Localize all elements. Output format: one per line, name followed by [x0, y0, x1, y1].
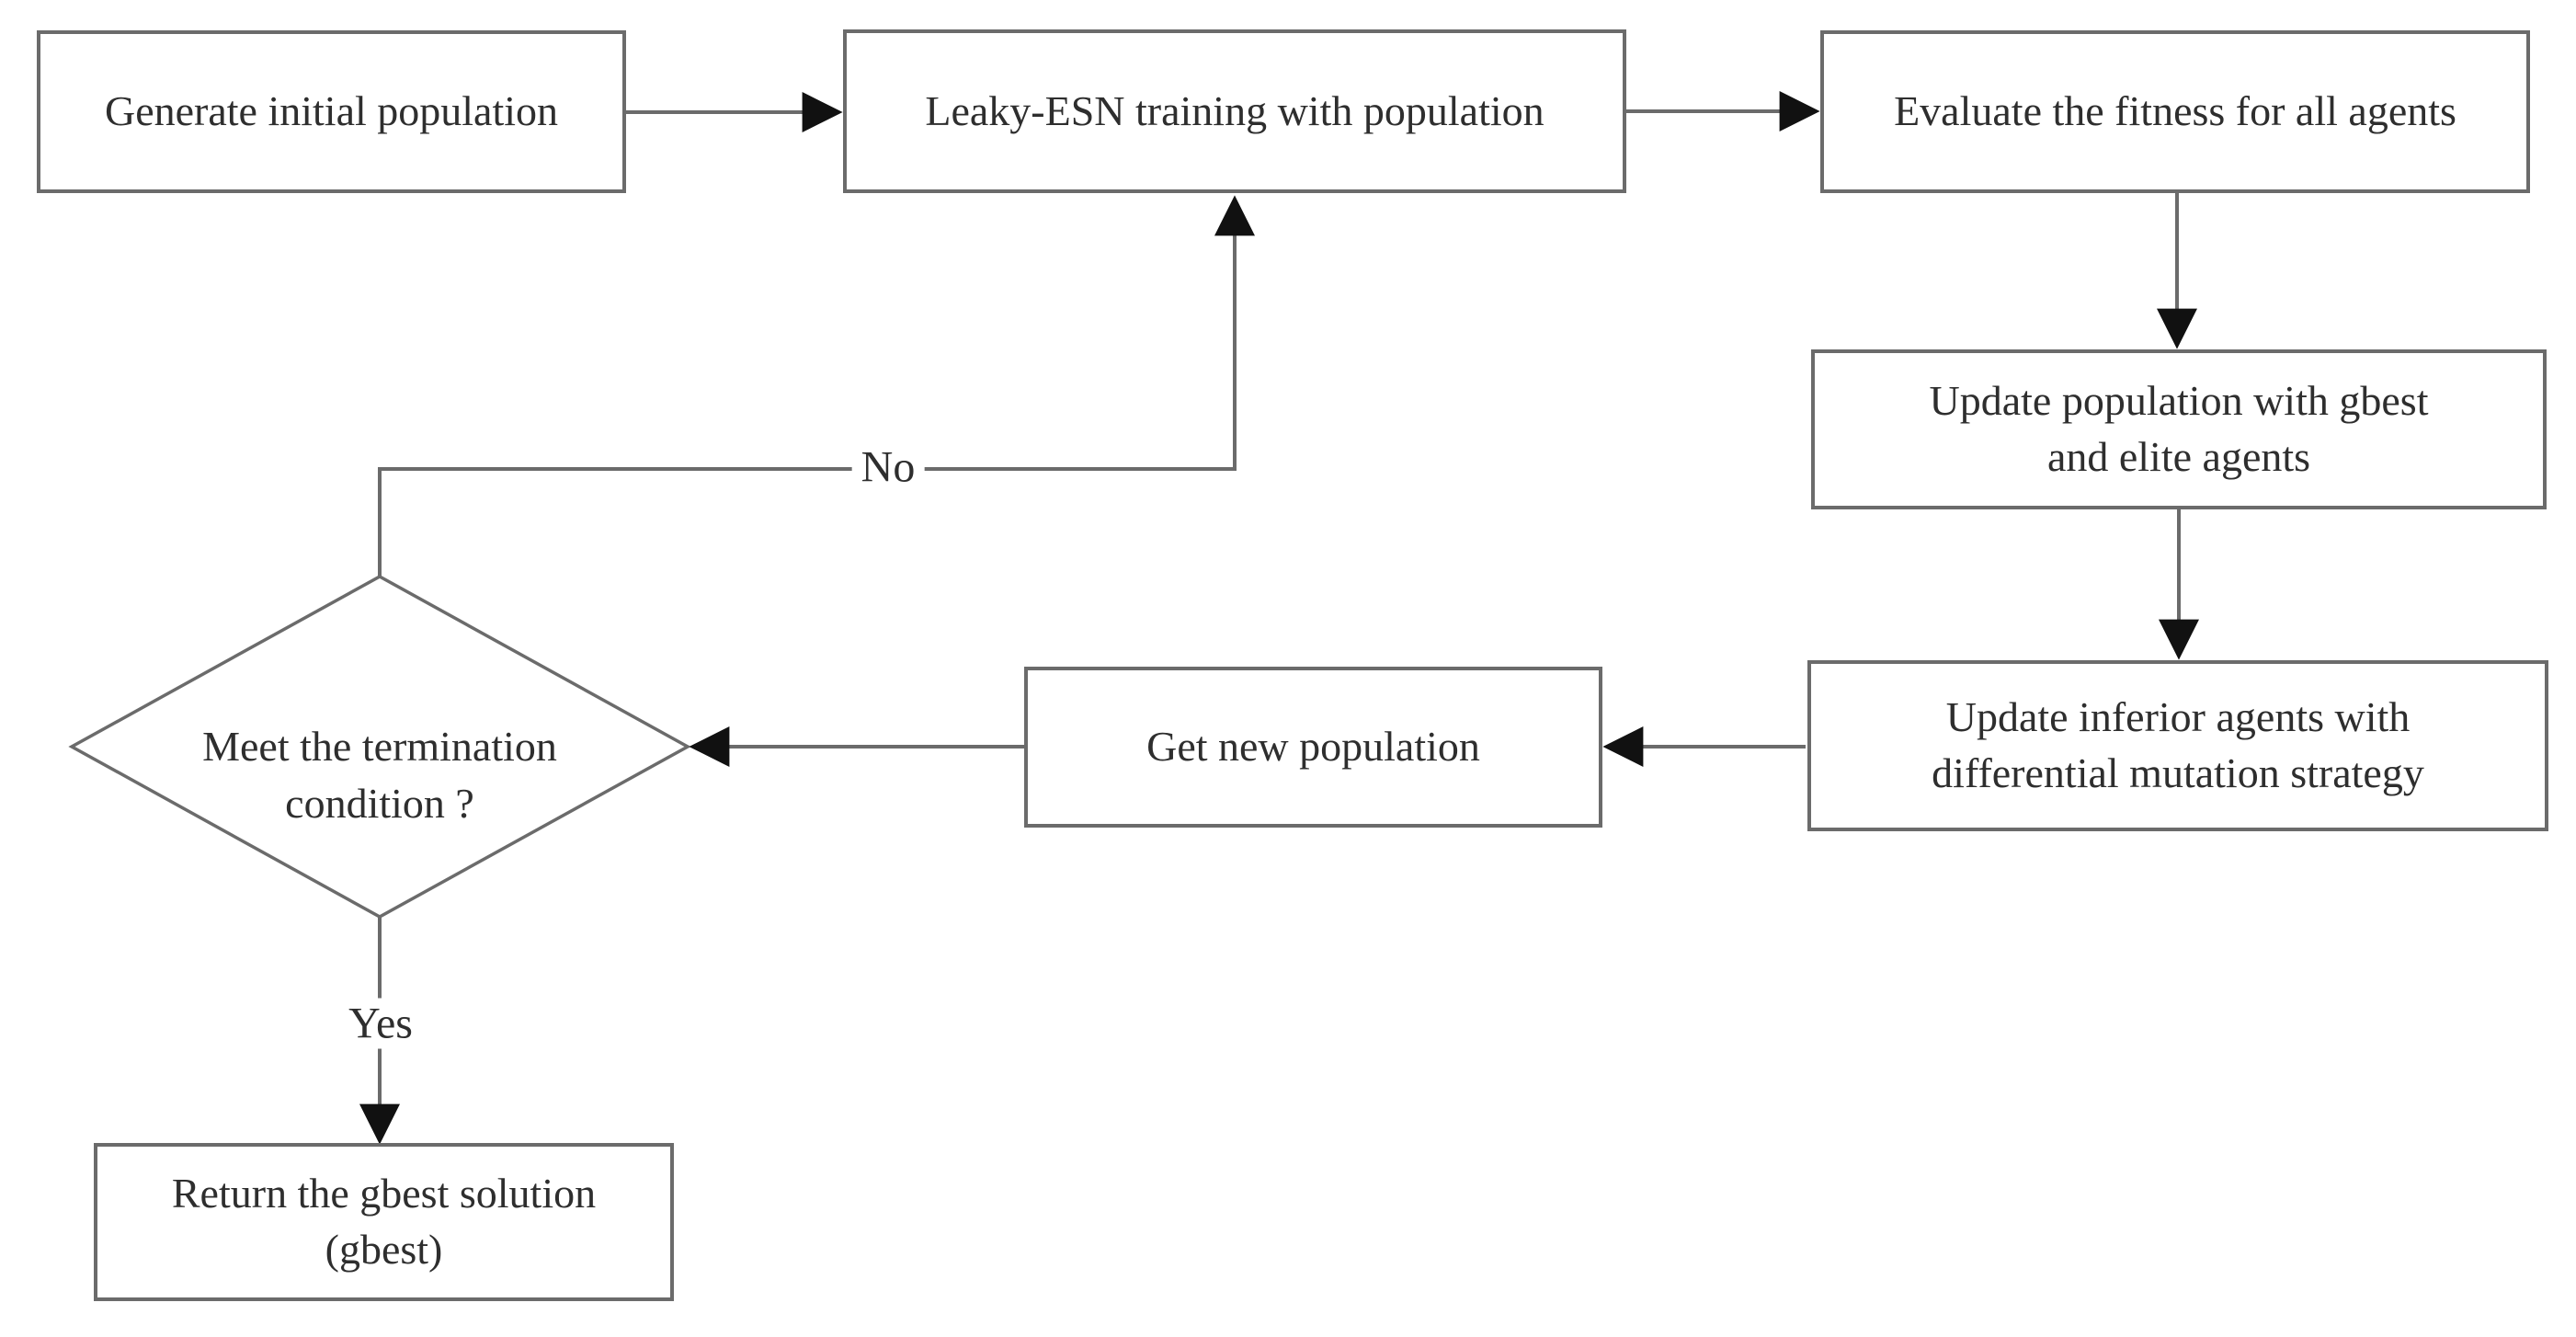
node-label: Update population with gbest and elite a… — [1929, 377, 2429, 480]
node-update-population-gbest-elite: Update population with gbest and elite a… — [1811, 349, 2547, 509]
node-leaky-esn-training: Leaky-ESN training with population — [843, 29, 1626, 193]
node-label: Update inferior agents with differential… — [1932, 693, 2424, 796]
node-label: Generate initial population — [104, 87, 559, 135]
node-generate-initial-population: Generate initial population — [37, 30, 626, 193]
node-label: Get new population — [1146, 723, 1480, 771]
node-label: Return the gbest solution (gbest) — [171, 1170, 597, 1273]
node-update-inferior-agents: Update inferior agents with differential… — [1807, 660, 2548, 831]
node-label: Leaky-ESN training with population — [925, 86, 1544, 134]
edge-label-no: No — [851, 441, 925, 493]
node-get-new-population: Get new population — [1024, 667, 1602, 828]
edge-termination-no-to-training — [378, 195, 1255, 577]
edge-label-yes: Yes — [339, 998, 422, 1049]
node-evaluate-fitness: Evaluate the fitness for all agents — [1820, 30, 2530, 193]
node-termination-condition: Meet the termination condition ? — [202, 661, 557, 832]
node-label: Meet the termination condition ? — [202, 722, 557, 828]
node-return-gbest-solution: Return the gbest solution (gbest) — [94, 1143, 674, 1301]
node-label: Evaluate the fitness for all agents — [1894, 87, 2456, 135]
